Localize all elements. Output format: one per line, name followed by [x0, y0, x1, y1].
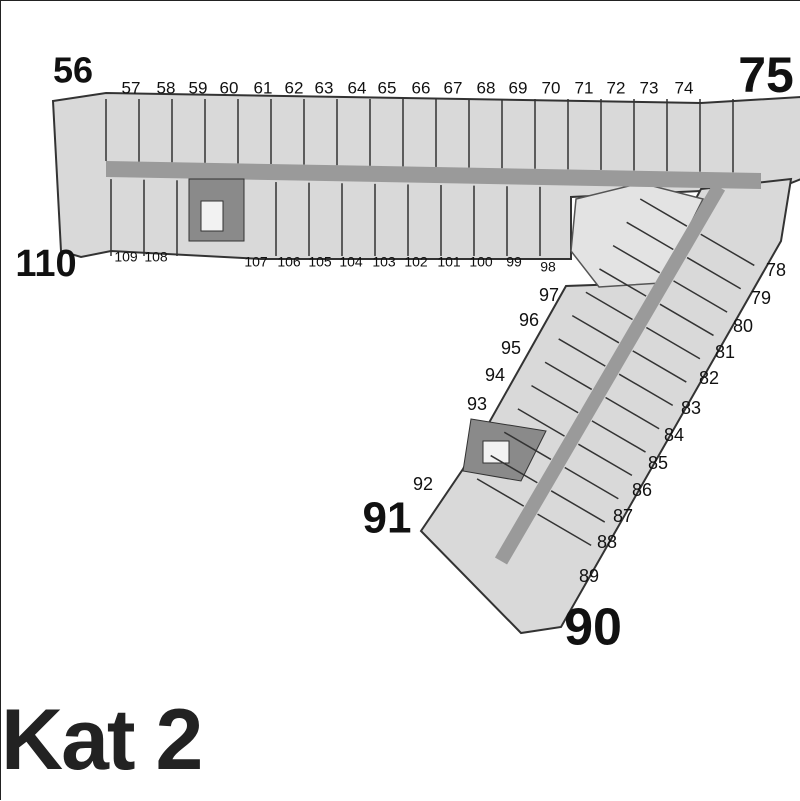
unit-wall — [645, 326, 701, 360]
building-outline — [51, 91, 800, 635]
unit-wall — [618, 373, 674, 407]
unit-wall — [503, 431, 552, 461]
unit-number: 102 — [404, 254, 428, 270]
unit-number: 78 — [766, 260, 786, 280]
unit-number: 106 — [277, 254, 301, 270]
unit-number: 83 — [681, 398, 701, 418]
unit-wall — [673, 280, 728, 313]
unit-number: 80 — [733, 316, 753, 336]
unit-wall — [550, 490, 606, 523]
unit-number: 103 — [372, 254, 396, 270]
unit-number: 107 — [244, 254, 268, 270]
unit-number: 66 — [412, 78, 431, 97]
unit-number: 100 — [469, 254, 493, 270]
unit-number: 105 — [308, 254, 332, 270]
corridor-diagonal — [494, 183, 726, 565]
unit-wall — [490, 454, 538, 484]
unit-number: 86 — [632, 480, 652, 500]
unit-number: 88 — [597, 532, 617, 552]
unit-wall — [626, 221, 674, 251]
unit-number: 64 — [348, 78, 367, 97]
unit-wall — [585, 291, 633, 321]
unit-number: 95 — [501, 338, 521, 358]
unit-number: 73 — [640, 78, 659, 97]
unit-wall — [632, 350, 687, 383]
unit-number: 57 — [122, 78, 141, 97]
unit-number: 62 — [285, 78, 304, 97]
unit-number: 75 — [738, 47, 794, 103]
unit-wall — [700, 233, 755, 267]
unit-number: 72 — [607, 78, 626, 97]
unit-number: 65 — [378, 78, 397, 97]
unit-wall — [564, 466, 619, 500]
unit-number: 84 — [664, 425, 684, 445]
unit-number: 99 — [506, 254, 522, 270]
unit-wall — [591, 420, 646, 453]
unit-number: 91 — [363, 494, 412, 543]
unit-wall — [537, 513, 592, 547]
unit-number: 56 — [53, 50, 93, 91]
unit-number: 71 — [575, 78, 594, 97]
unit-wall — [612, 244, 661, 274]
unit-number: 60 — [220, 78, 239, 97]
unit-wall — [544, 361, 593, 391]
unit-wall — [517, 408, 565, 437]
unit-number: 97 — [539, 285, 559, 305]
unit-number: 104 — [339, 254, 363, 270]
unit-number: 87 — [613, 506, 633, 526]
corridor-top — [106, 161, 761, 189]
unit-number: 79 — [751, 288, 771, 308]
unit-number: 110 — [15, 243, 76, 285]
unit-number: 93 — [467, 394, 487, 414]
elevator-diagonal — [482, 440, 510, 464]
unit-number: 81 — [715, 342, 735, 362]
unit-wall — [686, 256, 742, 290]
unit-number: 108 — [144, 249, 168, 265]
unit-number: 101 — [437, 254, 461, 270]
unit-number: 68 — [477, 78, 496, 97]
floor-title: Kat 2 — [1, 692, 203, 788]
unit-number: 90 — [564, 599, 622, 657]
unit-wall — [605, 396, 660, 430]
unit-number: 92 — [413, 474, 433, 494]
unit-number: 82 — [699, 368, 719, 388]
unit-number: 94 — [485, 365, 505, 385]
elevator-top — [200, 200, 224, 232]
unit-wall — [639, 198, 688, 227]
unit-wall — [558, 338, 606, 367]
unit-number: 96 — [519, 310, 539, 330]
unit-wall — [571, 314, 620, 344]
unit-walls — [105, 99, 755, 547]
unit-number: 61 — [254, 78, 273, 97]
unit-number: 109 — [114, 249, 138, 265]
unit-wall — [476, 478, 525, 507]
unit-number: 69 — [509, 78, 528, 97]
unit-number: 98 — [540, 259, 556, 275]
unit-number: 63 — [315, 78, 334, 97]
unit-number: 85 — [648, 453, 668, 473]
unit-wall — [577, 443, 633, 477]
unit-wall — [659, 303, 714, 337]
unit-number: 59 — [189, 78, 208, 97]
unit-wall — [599, 268, 647, 297]
unit-number: 67 — [444, 78, 463, 97]
unit-number: 58 — [157, 78, 176, 97]
unit-number: 70 — [542, 78, 561, 97]
unit-number: 74 — [675, 78, 694, 97]
unit-number: 89 — [579, 566, 599, 586]
unit-wall — [531, 384, 579, 414]
